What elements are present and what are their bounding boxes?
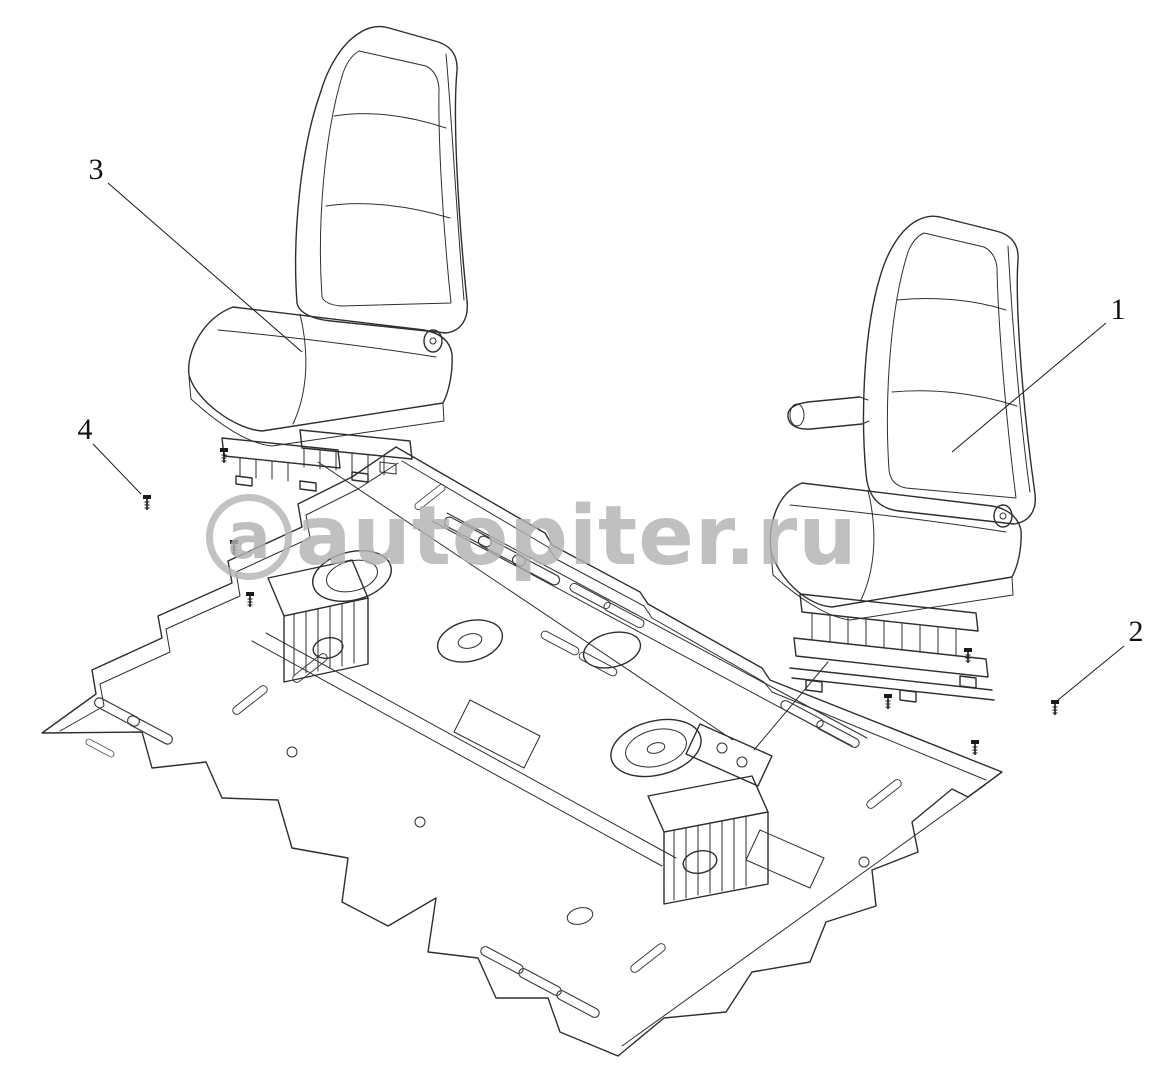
- right-wheelhouse: [647, 775, 769, 905]
- bolt-icon: [1050, 699, 1060, 716]
- seat-right-illustration: [769, 215, 1036, 703]
- floor-holes: [286, 550, 870, 925]
- reinforcement-plate-left: [453, 699, 541, 769]
- bolt-icon: [970, 739, 980, 756]
- bolt-icon: [219, 447, 229, 464]
- bolt-icon: [245, 591, 255, 608]
- floor-slots: [84, 482, 904, 1020]
- reinforcement-plate-right: [745, 829, 825, 889]
- callout-leader-lines: [92, 182, 1125, 701]
- mounting-indicator-lines: [317, 461, 829, 751]
- bolt-icon: [883, 693, 893, 710]
- bolt-icon: [142, 494, 152, 511]
- bolt-icon: [963, 647, 973, 664]
- bolt-icon: [229, 539, 239, 556]
- left-wheelhouse: [267, 559, 369, 683]
- armrest: [787, 396, 870, 430]
- seat-left-illustration: [187, 25, 468, 492]
- fastener-bolts: [142, 447, 1060, 756]
- seat-mount-bracket: [685, 723, 773, 787]
- floor-pan-illustration: [41, 446, 1003, 1057]
- callout-3[interactable]: 3: [89, 153, 104, 186]
- callout-1[interactable]: 1: [1111, 293, 1126, 326]
- callout-4[interactable]: 4: [78, 413, 93, 446]
- callout-2[interactable]: 2: [1129, 615, 1144, 648]
